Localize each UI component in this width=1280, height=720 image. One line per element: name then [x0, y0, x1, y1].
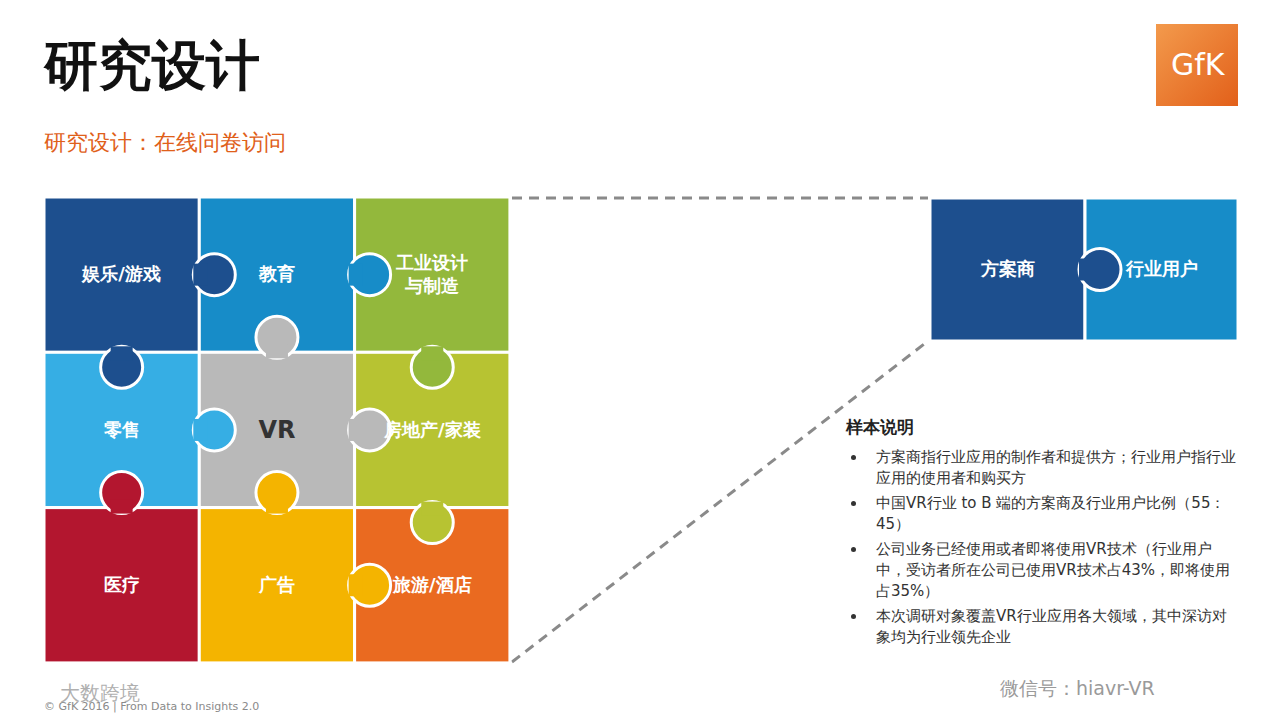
puzzle-box: VR [199, 352, 354, 507]
watermark: 微信号：hiavr-VR [1000, 676, 1155, 702]
notes-heading: 样本说明 [846, 416, 914, 439]
bullet-dot [851, 614, 856, 619]
piece-label: 医疗 [104, 574, 140, 597]
puzzle-tab-neck [111, 346, 133, 360]
logo-square [1156, 24, 1238, 106]
puzzle-tab [349, 254, 391, 296]
puzzle-box: 旅游/酒店 [355, 508, 510, 663]
puzzle-box: 零售 [44, 352, 199, 507]
puzzle-tab [1079, 249, 1121, 291]
puzzle-tab [411, 502, 453, 544]
puzzle-tab [101, 346, 143, 388]
piece-label: 工业设计与制造 [392, 252, 472, 297]
puzzle-tab-neck [266, 344, 288, 358]
piece-label: VR [258, 415, 295, 445]
puzzle-tab [101, 472, 143, 514]
piece-label: 教育 [259, 263, 295, 286]
logo-box: GfK [1156, 24, 1238, 106]
puzzle-piece [44, 197, 199, 352]
piece-label: 方案商 [981, 258, 1035, 281]
puzzle-tab-neck [193, 419, 207, 441]
puzzle-tab [193, 254, 235, 296]
puzzle-box: 医疗 [44, 508, 199, 663]
puzzle-box: 教育 [199, 197, 354, 352]
piece-label: 行业用户 [1126, 258, 1198, 281]
puzzle-piece [930, 198, 1085, 341]
puzzle-tab [256, 472, 298, 514]
piece-label: 房地产/家装 [384, 419, 481, 442]
puzzle-box: 房地产/家装 [355, 352, 510, 507]
puzzle-tab [411, 346, 453, 388]
puzzle-tab-neck [349, 574, 363, 596]
bullet-text: 公司业务已经使用或者即将使用VR技术（行业用户中，受访者所在公司已使用VR技术占… [876, 539, 1236, 602]
puzzle-tab [256, 316, 298, 358]
piece-label: 旅游/酒店 [393, 574, 472, 597]
puzzle-box: 娱乐/游戏 [44, 197, 199, 352]
bullet-text: 中国VR行业 to B 端的方案商及行业用户比例（55：45） [876, 493, 1236, 535]
bullet-dot [851, 547, 856, 552]
puzzle-box: 工业设计与制造 [355, 197, 510, 352]
puzzle-box: 广告 [199, 508, 354, 663]
puzzle-tab-neck [421, 346, 443, 360]
subtitle: 研究设计：在线问卷访问 [44, 128, 286, 158]
piece-label: 广告 [259, 574, 295, 597]
puzzle-tab-neck [349, 264, 363, 286]
puzzle-piece [44, 508, 199, 663]
piece-label: 娱乐/游戏 [82, 263, 161, 286]
bullet-text: 方案商指行业应用的制作者和提供方；行业用户指行业应用的使用者和购买方 [876, 447, 1236, 489]
piece-label: 零售 [104, 419, 140, 442]
puzzle-tab-neck [421, 502, 443, 516]
puzzle-tab-neck [1079, 259, 1093, 281]
puzzle-tab-neck [111, 500, 133, 514]
puzzle-piece [199, 508, 354, 663]
puzzle-pieces [44, 197, 1238, 663]
bullet-dot [851, 455, 856, 460]
puzzle-box: 方案商 [930, 198, 1085, 341]
page-title: 研究设计 [44, 30, 260, 103]
footer-note: © GfK 2016 | From Data to Insights 2.0 [44, 700, 259, 713]
puzzle-tab-neck [193, 264, 207, 286]
logo-text: GfK [1171, 46, 1223, 84]
bullet-dot [851, 501, 856, 506]
bullet-text: 本次调研对象覆盖VR行业应用各大领域，其中深访对象均为行业领先企业 [876, 606, 1236, 648]
puzzle-tab [193, 409, 235, 451]
puzzle-tab-neck [349, 419, 363, 441]
puzzle-box: 行业用户 [1085, 198, 1238, 341]
puzzle-tab-neck [266, 500, 288, 514]
puzzle-tab [349, 564, 391, 606]
zoom-lines [512, 198, 928, 662]
